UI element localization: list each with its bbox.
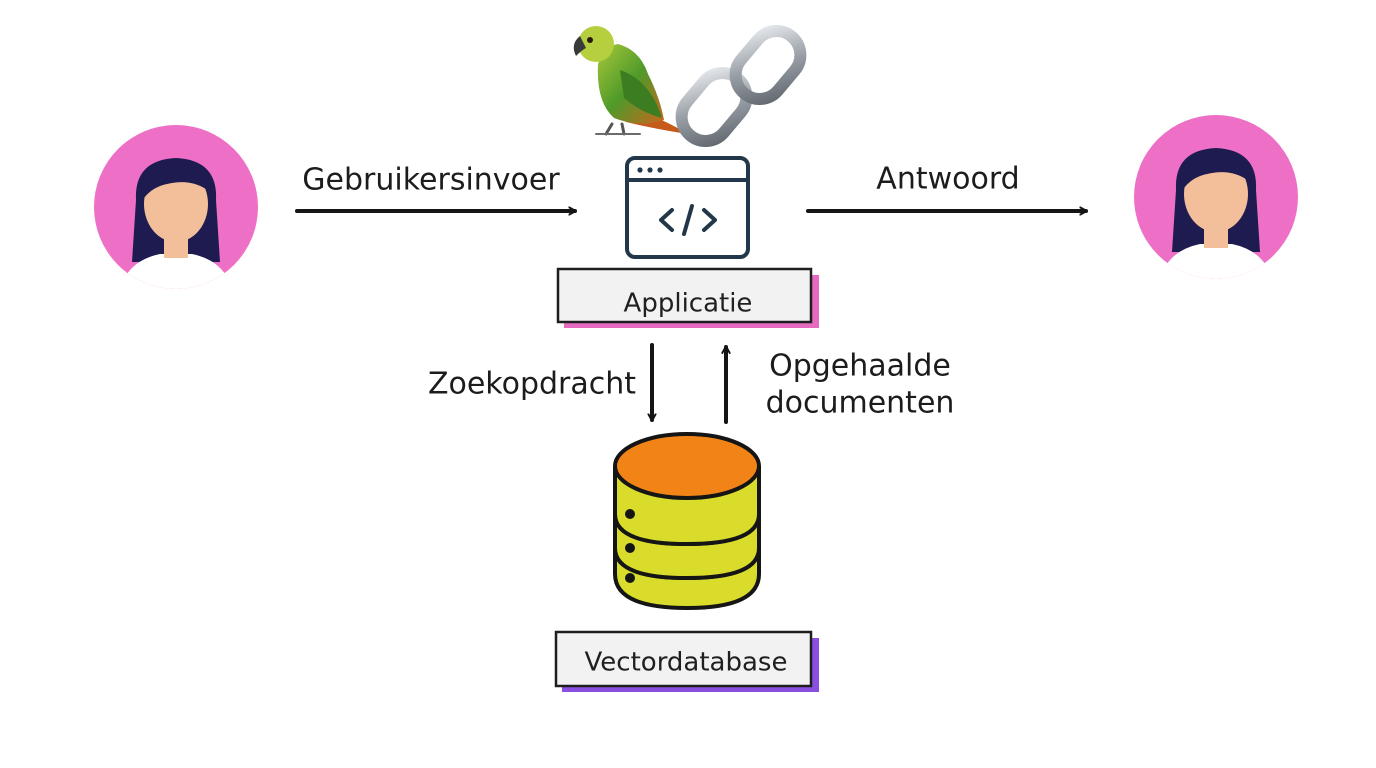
parrot-icon bbox=[573, 26, 688, 136]
application-label: Applicatie bbox=[624, 289, 753, 319]
user-input-label: Gebruikersinvoer bbox=[302, 163, 560, 198]
database-icon bbox=[613, 432, 761, 610]
code-window-icon bbox=[625, 156, 750, 259]
right-user-avatar-icon bbox=[1134, 115, 1298, 279]
left-user-avatar-icon bbox=[94, 125, 258, 289]
chain-link-icon bbox=[675, 25, 807, 147]
search-query-label: Zoekopdracht bbox=[428, 367, 636, 402]
retrieved-documents-label-line1: Opgehaalde bbox=[769, 349, 951, 384]
response-label: Antwoord bbox=[876, 162, 1019, 197]
application-node: Applicatie bbox=[556, 267, 819, 328]
vector-database-node: Vectordatabase bbox=[554, 630, 819, 692]
vector-database-label: Vectordatabase bbox=[585, 648, 788, 678]
retrieved-documents-label-line2: documenten bbox=[766, 386, 955, 421]
